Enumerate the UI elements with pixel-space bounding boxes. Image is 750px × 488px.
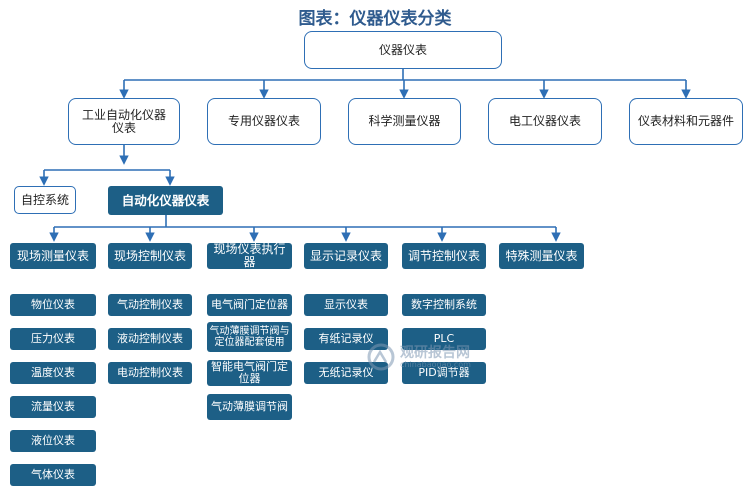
leaf-level-gauge: 物位仪表 bbox=[10, 294, 96, 316]
leaf-pneumatic-control: 气动控制仪表 bbox=[108, 294, 192, 316]
node-field-control: 现场控制仪表 bbox=[108, 243, 192, 269]
node-scientific-measurement: 科学测量仪器 bbox=[348, 98, 461, 145]
leaf-flow-gauge: 流量仪表 bbox=[10, 396, 96, 418]
leaf-temperature-gauge: 温度仪表 bbox=[10, 362, 96, 384]
leaf-diaphragm-valve: 气动薄膜调节阀 bbox=[207, 394, 292, 420]
watermark-text: 观研报告网 bbox=[400, 345, 470, 361]
node-field-actuator: 现场仪表执行器 bbox=[207, 243, 292, 269]
leaf-digital-control-system: 数字控制系统 bbox=[402, 294, 486, 316]
leaf-diaphragm-valve-with-positioner: 气动薄膜调节阀与定位器配套使用 bbox=[207, 322, 292, 352]
node-regulating-control: 调节控制仪表 bbox=[402, 243, 486, 269]
diagram-title: 图表：仪器仪表分类 bbox=[298, 9, 452, 29]
leaf-pressure-gauge: 压力仪表 bbox=[10, 328, 96, 350]
leaf-pid-regulator: PID调节器 bbox=[402, 362, 486, 384]
watermark-logo-icon bbox=[367, 343, 395, 371]
node-field-measurement: 现场测量仪表 bbox=[10, 243, 96, 269]
node-display-recording: 显示记录仪表 bbox=[304, 243, 388, 269]
leaf-gas-gauge: 气体仪表 bbox=[10, 464, 96, 486]
root-node: 仪器仪表 bbox=[304, 31, 502, 69]
leaf-electric-control: 电动控制仪表 bbox=[108, 362, 192, 384]
leaf-smart-valve-positioner: 智能电气阀门定位器 bbox=[207, 360, 292, 386]
node-industrial-automation: 工业自动化仪器仪表 bbox=[68, 98, 180, 145]
leaf-hydraulic-control: 液动控制仪表 bbox=[108, 328, 192, 350]
node-special-measurement: 特殊测量仪表 bbox=[499, 243, 584, 269]
leaf-paper-recorder: 有纸记录仪 bbox=[304, 328, 388, 350]
node-electrical-instruments: 电工仪器仪表 bbox=[488, 98, 602, 145]
node-materials-components: 仪表材料和元器件 bbox=[629, 98, 743, 145]
leaf-paperless-recorder: 无纸记录仪 bbox=[304, 362, 388, 384]
leaf-plc: PLC bbox=[402, 328, 486, 350]
node-automation-instruments: 自动化仪器仪表 bbox=[108, 186, 223, 215]
watermark-subtext: chinabaogao.com bbox=[400, 360, 471, 369]
watermark: 观研报告网 chinabaogao.com bbox=[366, 340, 506, 374]
node-special-instruments: 专用仪器仪表 bbox=[207, 98, 321, 145]
leaf-electro-valve-positioner: 电气阀门定位器 bbox=[207, 294, 292, 316]
leaf-liquid-level-gauge: 液位仪表 bbox=[10, 430, 96, 452]
leaf-display-instrument: 显示仪表 bbox=[304, 294, 388, 316]
node-self-control-system: 自控系统 bbox=[14, 186, 76, 214]
